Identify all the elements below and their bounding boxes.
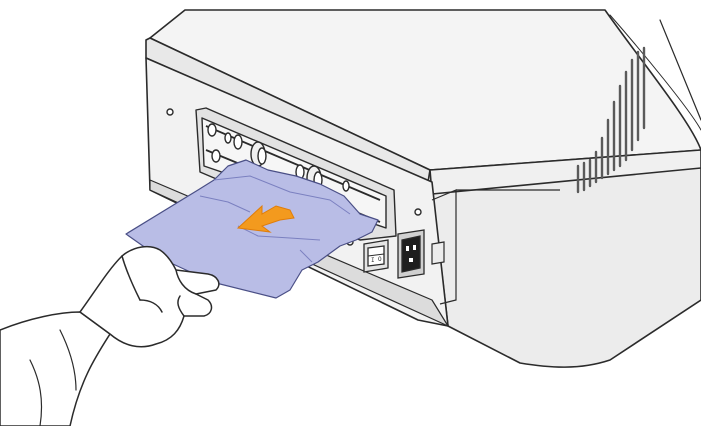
side-vent-grille: [576, 46, 646, 194]
pull-direction-arrow-icon: [236, 204, 295, 233]
power-socket-icon: [397, 229, 425, 279]
power-switch-icon: [363, 239, 389, 273]
hand-palm: [79, 245, 220, 348]
hand: [0, 245, 220, 426]
rear-latch: [431, 241, 445, 265]
sleeve: [0, 311, 111, 426]
side-panel-detail: [431, 189, 560, 305]
roller-set: [207, 123, 350, 192]
screw-hole-right: [414, 208, 422, 216]
switch-on-mark: I: [371, 257, 375, 264]
printer-lid-edge: [145, 37, 431, 183]
printer-right-side: [429, 149, 701, 368]
screw-hole-left: [166, 108, 174, 116]
switch-off-mark: O: [378, 256, 382, 263]
